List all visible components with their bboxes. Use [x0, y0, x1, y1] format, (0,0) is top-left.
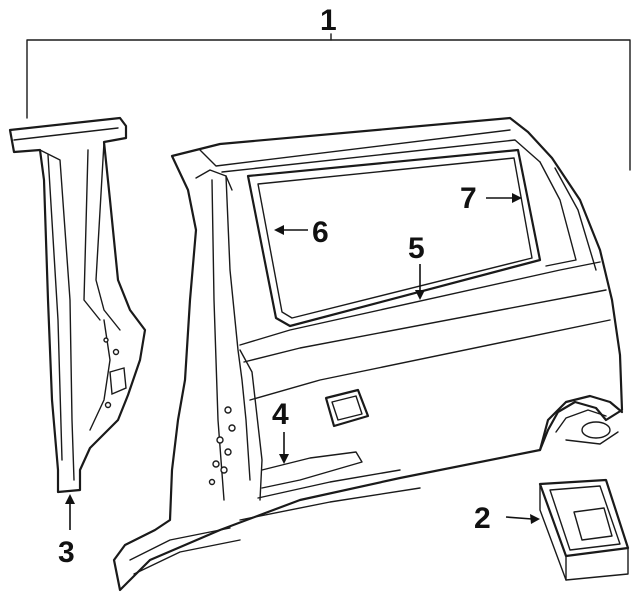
callout-4: 4: [272, 398, 289, 431]
callout-7: 7: [460, 182, 477, 215]
callout-6: 6: [312, 216, 329, 249]
callout-2: 2: [474, 502, 491, 535]
assembly-bracket: [26, 33, 631, 171]
center-pillar: [8, 116, 147, 494]
callout-labels: 1 2 3 4 5 6 7: [58, 4, 491, 569]
quarter-panel: [112, 116, 624, 592]
leader-lines: [65, 193, 540, 530]
callout-3: 3: [58, 536, 75, 569]
callout-1: 1: [320, 4, 337, 37]
lamp-pocket: [538, 478, 630, 581]
callout-5: 5: [408, 232, 425, 265]
